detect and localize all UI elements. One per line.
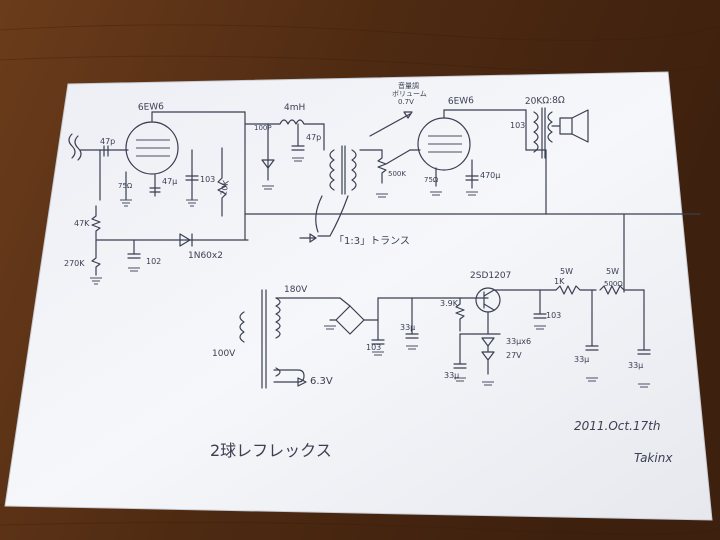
label-r-5w-1k: 5W: [560, 267, 573, 276]
label-volume-2: ボリューム: [392, 90, 427, 98]
power-supply: [239, 285, 651, 389]
label-r-500k: 500K: [388, 170, 406, 178]
label-c-33u-b: 33μ: [444, 371, 459, 380]
label-c-33ux6: 33μx6: [506, 337, 531, 346]
label-c-103-b: 103: [510, 121, 525, 130]
label-c-470u: 470μ: [480, 171, 500, 180]
label-c-33u-c: 33μ: [574, 355, 589, 364]
label-speaker-impedance: 20KΩ:8Ω: [525, 96, 565, 107]
tube-2-stage: [359, 107, 625, 293]
sheet-title: 2球レフレックス: [210, 441, 332, 460]
label-r-75-b: 75Ω: [424, 176, 439, 184]
label-c-102: 102: [146, 257, 161, 266]
label-inductor: 4mH: [284, 103, 305, 113]
label-volume-1: 音量調: [398, 81, 419, 90]
label-c-100p: 100P: [254, 124, 272, 132]
label-tube-1: 6EW6: [138, 102, 165, 113]
label-c-47p-left: 47p: [100, 137, 115, 146]
label-diode: 1N60x2: [188, 251, 223, 261]
label-c-103-a: 103: [200, 175, 215, 184]
sheet-date: 2011.Oct.17th: [574, 419, 661, 433]
label-r-270k: 270K: [64, 259, 85, 268]
label-c-103-d: 103: [546, 311, 561, 320]
label-v180: 180V: [284, 285, 308, 295]
label-transistor: 2SD1207: [470, 271, 511, 281]
label-r-20k: 20K: [219, 179, 231, 196]
tube-1-stage: [68, 111, 275, 285]
label-r-47k: 47K: [74, 219, 90, 228]
label-c-33u-a: 33μ: [400, 323, 415, 332]
label-c-33u-d: 33μ: [628, 361, 643, 370]
sheet-author: Takinx: [634, 451, 673, 465]
label-c-103-c: 103: [366, 343, 381, 352]
label-v100: 100V: [212, 349, 236, 359]
label-v63: 6.3V: [310, 376, 333, 387]
label-r-39k: 3.9K: [440, 299, 459, 308]
label-r-1k: 1K: [554, 277, 565, 286]
label-tube-2: 6EW6: [448, 96, 475, 107]
label-r-75: 75Ω: [118, 182, 133, 190]
paper-sheet: [4, 71, 713, 521]
label-c-47u: 47μ: [162, 177, 177, 186]
label-volume-3: 0.7V: [398, 98, 414, 106]
label-c-47p-top: 47p: [306, 133, 321, 142]
bridge-rectifier: [335, 305, 365, 335]
label-transformer-ratio: 「1:3」トランス: [334, 235, 410, 247]
label-r-5w-500: 5W: [606, 267, 619, 276]
label-zener: 27V: [506, 351, 522, 360]
label-r-500: 500Ω: [604, 280, 623, 288]
